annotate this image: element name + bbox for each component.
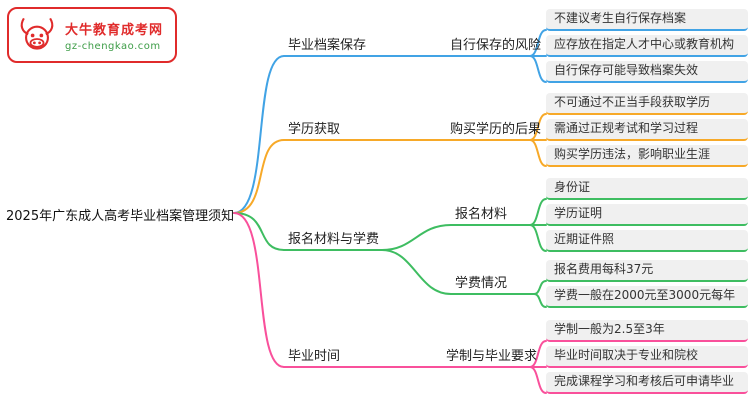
leaf-node: 不建议考生自行保存档案 xyxy=(546,9,748,31)
leaf-node: 近期证件照 xyxy=(546,230,748,252)
leaf-node: 自行保存可能导致档案失效 xyxy=(546,61,748,83)
branch-links-graduation xyxy=(233,212,547,394)
leaf-node: 应存放在指定人才中心或教育机构 xyxy=(546,35,748,57)
branch-degree-label: 学历获取 xyxy=(288,122,341,137)
logo-site-url: gz-chengkao.com xyxy=(65,40,161,52)
subbranch-buy-degree-label: 购买学历的后果 xyxy=(450,122,542,137)
leaf-node: 毕业时间取决于专业和院校 xyxy=(546,346,748,368)
logo-site-name: 大牛教育成考网 xyxy=(65,22,164,38)
subbranch-signup-materials-label: 报名材料 xyxy=(455,207,508,222)
root-node: 2025年广东成人高考毕业档案管理须知 xyxy=(6,209,235,224)
site-logo: 大牛教育成考网 gz-chengkao.com xyxy=(7,7,178,63)
leaf-node: 购买学历违法，影响职业生涯 xyxy=(546,145,748,167)
leaf-node: 身份证 xyxy=(546,178,748,200)
leaf-node: 完成课程学习和考核后可申请毕业 xyxy=(546,372,748,394)
branch-materials-label: 报名材料与学费 xyxy=(288,232,380,247)
leaf-node: 学费一般在2000元至3000元每年 xyxy=(546,286,748,308)
leaf-node: 不可通过不正当手段获取学历 xyxy=(546,93,748,115)
subbranch-tuition-label: 学费情况 xyxy=(455,276,508,291)
leaf-node: 报名费用每科37元 xyxy=(546,260,748,282)
branch-links-degree xyxy=(233,113,547,214)
leaf-node: 学历证明 xyxy=(546,204,748,226)
branch-archive-label: 毕业档案保存 xyxy=(288,38,367,53)
subbranch-self-keep-risk-label: 自行保存的风险 xyxy=(450,38,542,53)
branch-links-archive xyxy=(233,29,547,214)
bull-logo-icon xyxy=(20,17,54,50)
branch-graduation-label: 毕业时间 xyxy=(288,349,341,364)
leaf-node: 需通过正规考试和学习过程 xyxy=(546,119,748,141)
subbranch-study-length-label: 学制与毕业要求 xyxy=(446,349,538,364)
leaf-node: 学制一般为2.5至3年 xyxy=(546,320,748,342)
branch-links-materials xyxy=(233,198,547,308)
